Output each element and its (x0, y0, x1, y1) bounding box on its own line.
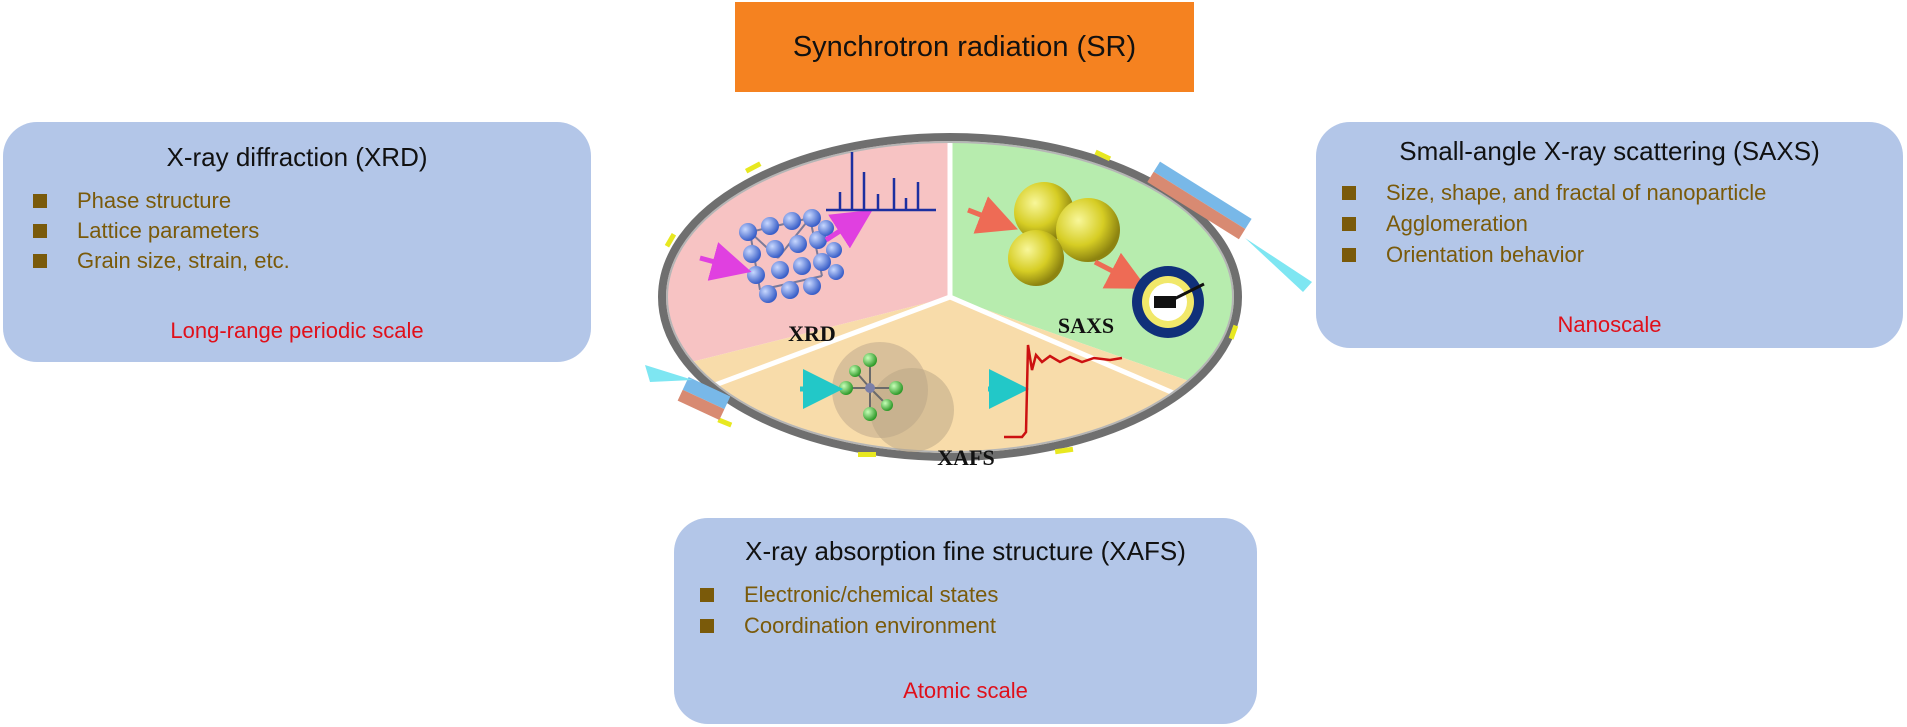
storage-ring-inner (666, 141, 1234, 453)
xrd-panel-title: X-ray diffraction (XRD) (166, 142, 428, 172)
ring-marks (664, 149, 1239, 457)
bullet-square-icon (1342, 186, 1356, 200)
diagram-title: Synchrotron radiation (SR) (792, 30, 1137, 63)
segment-divider (714, 294, 951, 388)
scattering-detector-icon (1132, 266, 1205, 338)
bullet-square-icon (700, 619, 714, 633)
absorption-spectrum-icon (1004, 344, 1123, 439)
xafs-scale-label: Atomic scale (903, 678, 1028, 703)
bullet-square-icon (33, 224, 47, 238)
segment-divider (949, 294, 1179, 398)
nanoparticle-cluster-icon (1008, 182, 1120, 286)
diffracted-beam-arrow (824, 209, 873, 249)
xafs-panel-title: X-ray absorption fine structure (XAFS) (745, 536, 1186, 566)
bullet-square-icon (700, 588, 714, 602)
beam-cone-right (1245, 238, 1312, 292)
xrd-panel: X-ray diffraction (XRD) Phase structure … (3, 122, 591, 362)
saxs-segment-label: SAXS (1058, 313, 1114, 338)
saxs-bullet-item: Size, shape, and fractal of nanoparticle (1342, 180, 1766, 206)
saxs-bullet-item: Orientation behavior (1342, 242, 1766, 268)
xrd-bullet-item: Grain size, strain, etc. (33, 248, 290, 274)
bullet-square-icon (33, 194, 47, 208)
title-box: Synchrotron radiation (SR) (735, 2, 1194, 92)
diffraction-pattern-icon (826, 152, 936, 212)
beamline-magnet-right (1147, 161, 1252, 240)
bullet-square-icon (1342, 217, 1356, 231)
crystal-lattice-icon (739, 209, 844, 303)
xrd-scale-label: Long-range periodic scale (170, 318, 424, 343)
beam-cone-left (645, 365, 693, 382)
xafs-bullet-list: Electronic/chemical states Coordination … (700, 582, 998, 639)
saxs-panel-title: Small-angle X-ray scattering (SAXS) (1399, 136, 1820, 166)
xrd-bullet-item: Lattice parameters (33, 218, 290, 244)
saxs-scale-label: Nanoscale (1557, 312, 1662, 337)
synchrotron-ring-illustration: XRD SAXS XAFS (645, 133, 1312, 470)
saxs-bullet-list: Size, shape, and fractal of nanoparticle… (1342, 180, 1766, 268)
beamline-magnet-left (677, 377, 731, 421)
storage-ring (658, 133, 1242, 461)
xafs-bullet-item: Coordination environment (700, 613, 998, 639)
incident-beam-arrow (699, 242, 752, 281)
bullet-square-icon (33, 254, 47, 268)
bullet-square-icon (1342, 248, 1356, 262)
saxs-panel: Small-angle X-ray scattering (SAXS) Size… (1316, 122, 1903, 348)
xafs-bullet-item: Electronic/chemical states (700, 582, 998, 608)
saxs-scattered-arrow (1093, 252, 1148, 289)
xrd-bullet-item: Phase structure (33, 188, 290, 214)
xafs-segment-label: XAFS (937, 445, 994, 470)
xafs-panel: X-ray absorption fine structure (XAFS) E… (674, 518, 1257, 724)
coordination-complex-icon (832, 342, 954, 452)
xrd-bullet-list: Phase structure Lattice parameters Grain… (33, 188, 290, 274)
xrd-segment-label: XRD (788, 321, 836, 346)
saxs-incident-arrow (967, 196, 1018, 234)
saxs-bullet-item: Agglomeration (1342, 211, 1766, 237)
